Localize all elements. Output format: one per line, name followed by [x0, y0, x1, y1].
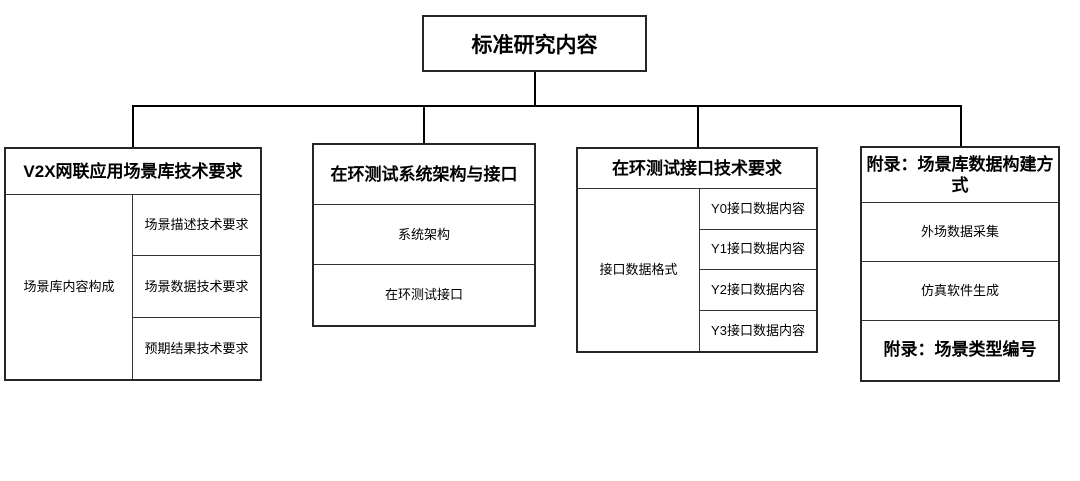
branch-header: V2X网联应用场景库技术要求 — [6, 149, 260, 195]
branch-row: Y0接口数据内容 — [700, 189, 816, 230]
branch-row: 场景描述技术要求 — [133, 195, 260, 257]
branch-hil-system-architecture: 在环测试系统架构与接口 系统架构 在环测试接口 — [312, 143, 536, 327]
branch-row: 仿真软件生成 — [862, 262, 1058, 321]
branch-row: Y1接口数据内容 — [700, 230, 816, 270]
root-node: 标准研究内容 — [422, 15, 647, 72]
branch-v2x-scenario-library: V2X网联应用场景库技术要求 场景库内容构成 场景描述技术要求 场景数据技术要求… — [4, 147, 262, 381]
root-node-label: 标准研究内容 — [471, 33, 598, 57]
branch-hil-interface-requirements: 在环测试接口技术要求 接口数据格式 Y0接口数据内容 Y1接口数据内容 Y2接口… — [576, 147, 818, 353]
branch-row: 场景数据技术要求 — [133, 256, 260, 318]
branch-row: 外场数据采集 — [862, 203, 1058, 262]
branch-row: 预期结果技术要求 — [144, 340, 249, 356]
branch-header: 附录：场景库数据构建方式 — [862, 148, 1058, 203]
branch-row: 系统架构 — [314, 205, 534, 265]
branch-row: Y2接口数据内容 — [700, 270, 816, 311]
branch-header: 在环测试接口技术要求 — [578, 149, 816, 189]
branch-appendix-data-construction: 附录：场景库数据构建方式 外场数据采集 仿真软件生成 附录：场景类型编号 — [860, 146, 1060, 382]
branch-row: 在环测试接口 — [384, 287, 463, 303]
branch-header: 在环测试系统架构与接口 — [314, 145, 534, 205]
branch-left-cell: 场景库内容构成 — [6, 195, 133, 379]
branch-row: Y3接口数据内容 — [711, 322, 805, 338]
branch-row-appendix-scene-type: 附录：场景类型编号 — [883, 340, 1037, 360]
branch-left-cell: 接口数据格式 — [578, 189, 700, 351]
